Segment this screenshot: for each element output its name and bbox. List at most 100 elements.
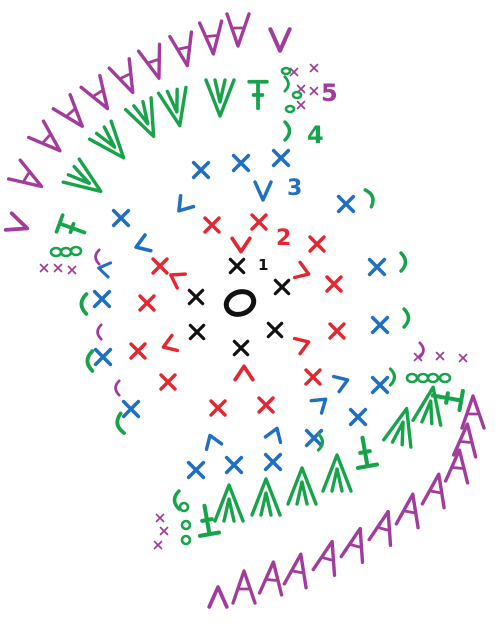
x-mark-101 bbox=[298, 102, 305, 109]
x-mark-17 bbox=[330, 324, 344, 338]
v-mark-69 bbox=[384, 405, 420, 447]
x-mark-14 bbox=[259, 398, 273, 412]
v-mark-52 bbox=[159, 87, 194, 128]
x-mark-9 bbox=[153, 259, 167, 273]
v-mark-90 bbox=[109, 59, 142, 97]
v-mark-53 bbox=[206, 80, 234, 116]
x-mark-30 bbox=[96, 350, 111, 365]
x-mark-39 bbox=[227, 458, 242, 473]
t-mark-70 bbox=[353, 436, 377, 468]
v-mark-71 bbox=[323, 455, 351, 491]
arc-mark-64 bbox=[87, 351, 92, 371]
arc-mark-108 bbox=[96, 250, 100, 264]
x-mark-35 bbox=[373, 378, 388, 393]
t-mark-54 bbox=[249, 82, 267, 108]
arc-mark-60 bbox=[365, 188, 375, 206]
arc-mark-109 bbox=[98, 325, 102, 339]
x-mark-6 bbox=[234, 341, 247, 354]
x-mark-2 bbox=[189, 290, 202, 303]
v-mark-122 bbox=[233, 571, 255, 603]
v-mark-88 bbox=[170, 32, 198, 68]
x-mark-103 bbox=[55, 265, 62, 272]
v-mark-51 bbox=[126, 98, 167, 142]
x-mark-34 bbox=[373, 318, 388, 333]
v-mark-92 bbox=[53, 95, 90, 134]
x-mark-12 bbox=[161, 375, 175, 389]
oval-mark-107 bbox=[286, 106, 294, 112]
v-mark-74 bbox=[215, 485, 243, 521]
oval-mark-58 bbox=[71, 247, 81, 255]
v-mark-49 bbox=[63, 159, 109, 203]
x-mark-18 bbox=[306, 370, 320, 384]
v-mark-116 bbox=[396, 492, 423, 527]
x-mark-10 bbox=[140, 296, 154, 310]
v-mark-118 bbox=[341, 526, 371, 563]
x-mark-102 bbox=[41, 265, 48, 272]
oval-mark-82 bbox=[182, 521, 190, 529]
oval-mark-81 bbox=[180, 503, 188, 511]
x-mark-5 bbox=[268, 323, 281, 336]
oval-mark-56 bbox=[51, 248, 61, 256]
chevron-mark-42 bbox=[133, 235, 151, 255]
arc-mark-59 bbox=[285, 122, 290, 140]
chevron-mark-47 bbox=[311, 393, 330, 413]
v-mark-73 bbox=[252, 479, 280, 515]
chevron-mark-19 bbox=[232, 238, 250, 251]
ring-icon bbox=[223, 288, 257, 318]
arc-mark-66 bbox=[285, 77, 289, 91]
v-mark-114 bbox=[446, 449, 471, 483]
x-mark-36 bbox=[351, 410, 366, 425]
x-mark-98 bbox=[311, 65, 318, 72]
arc-mark-61 bbox=[401, 253, 406, 271]
x-mark-13 bbox=[211, 401, 225, 415]
x-mark-40 bbox=[189, 463, 204, 478]
round-label-3: 3 bbox=[287, 176, 302, 201]
round-label-2: 2 bbox=[276, 226, 291, 251]
v-mark-93 bbox=[29, 121, 68, 159]
v-mark-50 bbox=[90, 121, 135, 167]
t-mark-55 bbox=[57, 215, 88, 241]
x-mark-7 bbox=[205, 218, 219, 232]
oval-mark-57 bbox=[61, 248, 71, 256]
v-mark-87 bbox=[200, 21, 225, 55]
stitch-marks bbox=[6, 14, 484, 607]
x-mark-129 bbox=[161, 528, 168, 535]
oval-mark-80 bbox=[440, 374, 450, 382]
x-mark-16 bbox=[327, 277, 341, 291]
v-mark-123 bbox=[209, 587, 227, 607]
x-mark-11 bbox=[131, 344, 145, 358]
oval-mark-79 bbox=[428, 374, 438, 382]
x-mark-4 bbox=[190, 325, 203, 338]
v-mark-68 bbox=[413, 385, 447, 425]
v-mark-94 bbox=[9, 160, 48, 196]
x-mark-1 bbox=[230, 259, 243, 272]
oval-mark-77 bbox=[407, 374, 417, 382]
x-mark-126 bbox=[460, 355, 467, 362]
v-mark-91 bbox=[81, 76, 117, 115]
v-mark-86 bbox=[227, 14, 249, 46]
x-mark-128 bbox=[155, 542, 162, 549]
chevron-mark-20 bbox=[167, 268, 185, 288]
arc-mark-62 bbox=[404, 309, 409, 327]
x-mark-25 bbox=[194, 163, 209, 178]
x-mark-26 bbox=[234, 156, 249, 171]
chevron-mark-46 bbox=[265, 426, 284, 443]
v-mark-119 bbox=[313, 539, 343, 576]
round-label-4: 4 bbox=[307, 121, 324, 149]
round-label-5: 5 bbox=[321, 79, 338, 107]
x-mark-100 bbox=[311, 88, 318, 95]
x-mark-29 bbox=[95, 292, 110, 307]
x-mark-32 bbox=[339, 197, 354, 212]
x-mark-125 bbox=[437, 353, 444, 360]
x-mark-97 bbox=[291, 69, 298, 76]
chevron-mark-21 bbox=[161, 335, 178, 354]
v-mark-121 bbox=[260, 561, 285, 595]
v-mark-117 bbox=[369, 509, 399, 546]
v-mark-72 bbox=[288, 468, 316, 504]
chevron-mark-23 bbox=[295, 262, 312, 281]
arc-mark-63 bbox=[81, 294, 86, 314]
arc-mark-110 bbox=[116, 381, 120, 395]
oval-mark-83 bbox=[182, 536, 190, 544]
x-mark-104 bbox=[69, 267, 76, 274]
x-mark-31 bbox=[124, 402, 139, 417]
